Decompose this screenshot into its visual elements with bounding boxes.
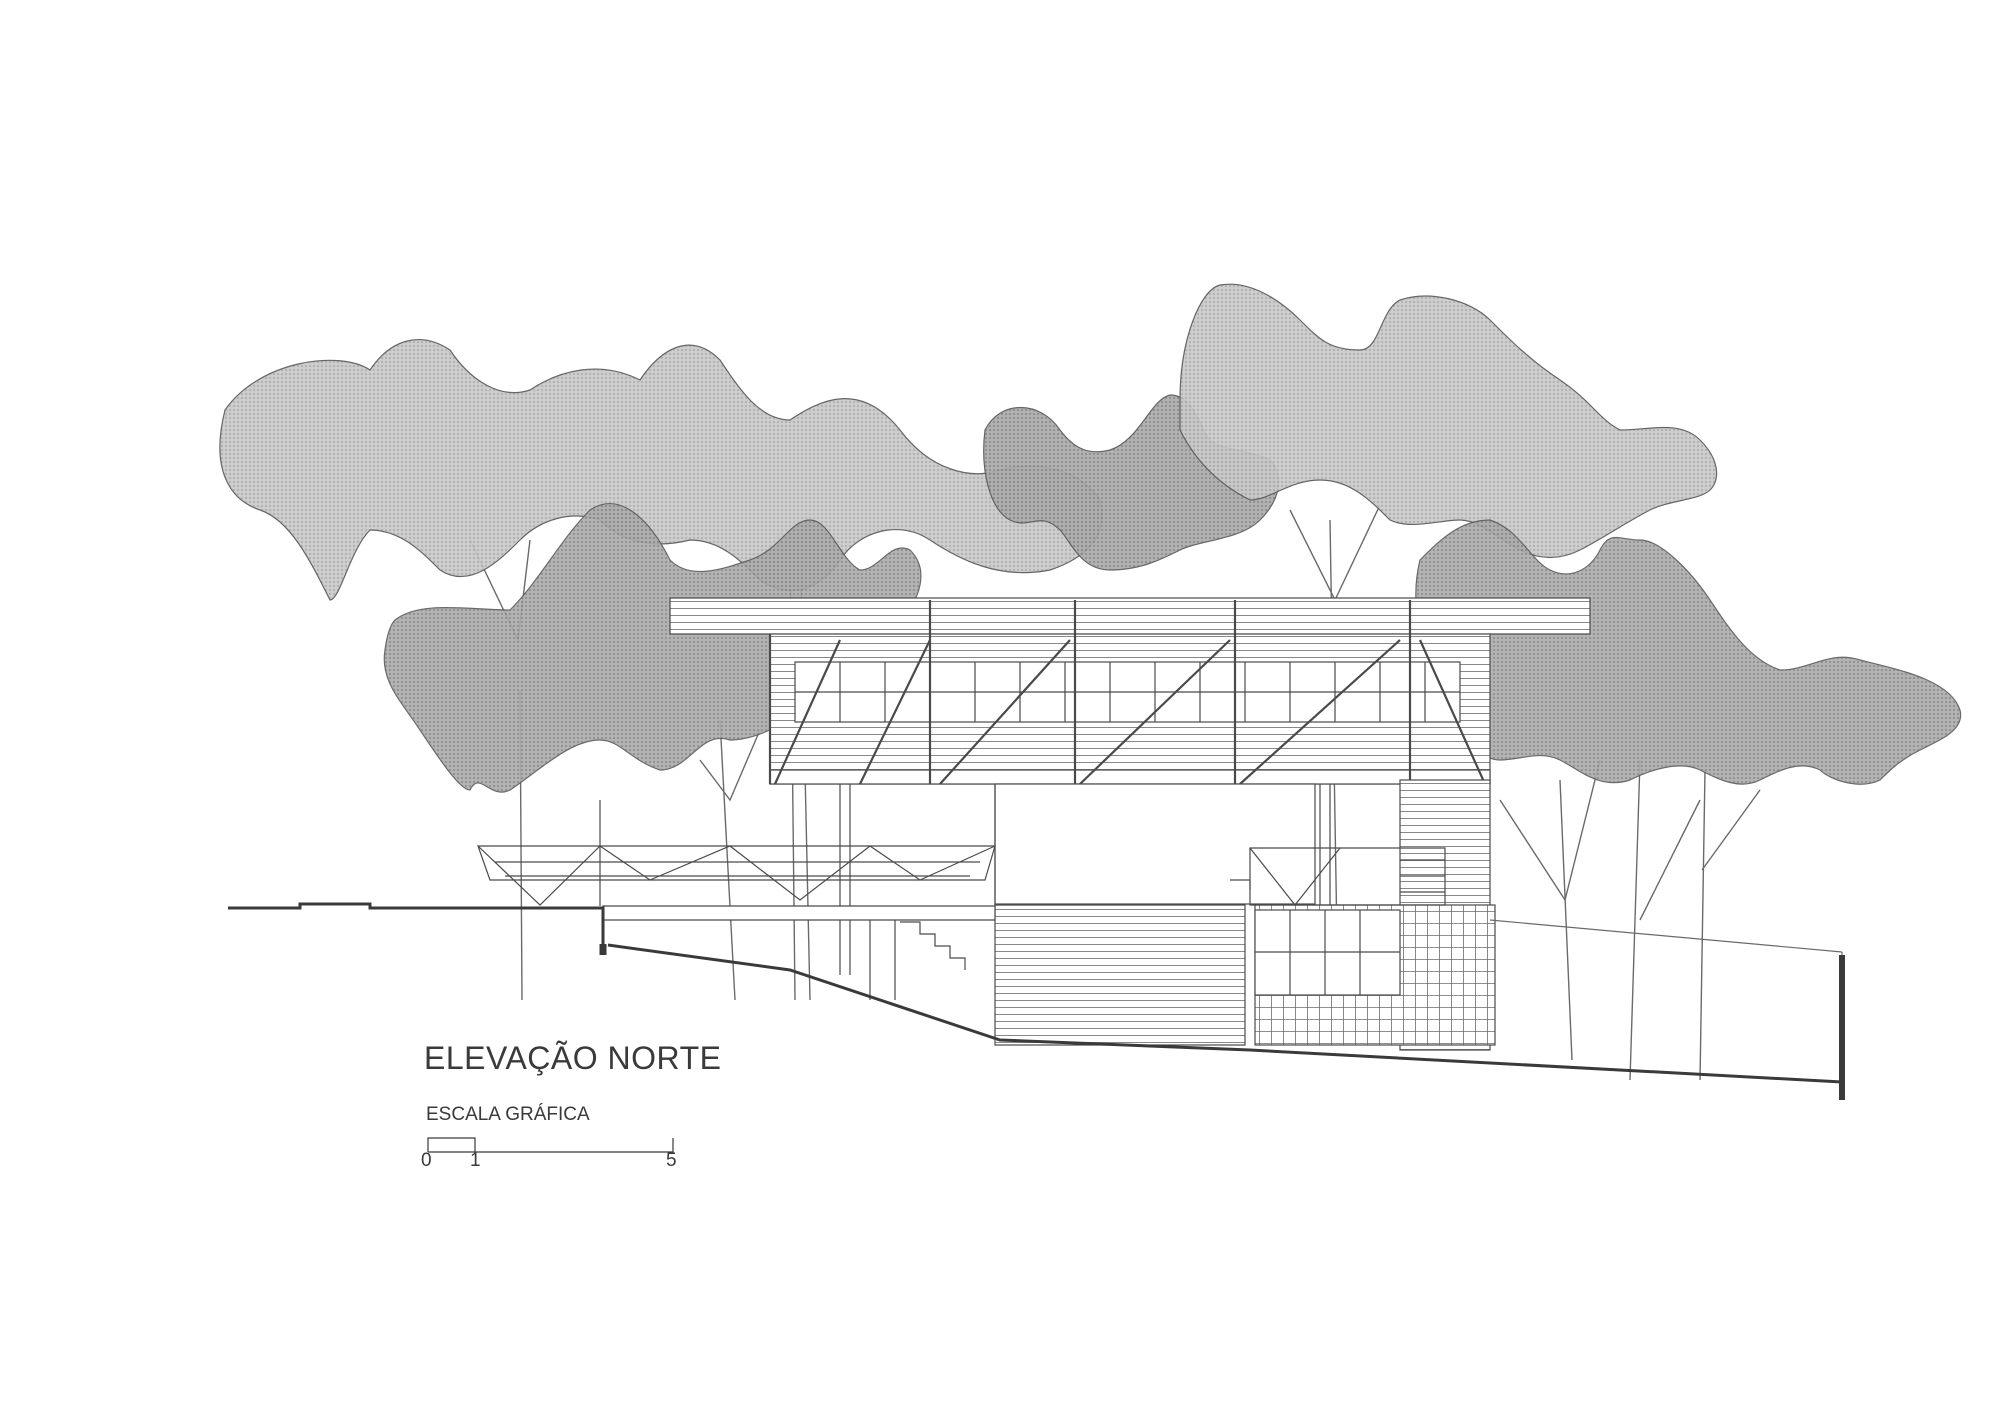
- terraces: [477, 800, 1446, 906]
- roof: [669, 597, 1591, 635]
- lower-volume: [839, 779, 1496, 1051]
- scale-tick-5: 5: [666, 1150, 677, 1171]
- lower-windows: [1254, 909, 1401, 996]
- roof-slab: [669, 597, 1591, 635]
- cross-bracing: [768, 600, 1487, 785]
- drawing-title: ELEVAÇÃO NORTE: [424, 1040, 722, 1076]
- canopy-left: [219, 339, 1103, 601]
- ground-line: [228, 902, 1845, 1100]
- canopy-right-lower: [1415, 519, 1962, 785]
- upper-floor-base: [769, 769, 1491, 785]
- entry-opening: [994, 783, 1316, 905]
- graphic-scale-bar: [427, 1137, 674, 1153]
- scale-tick-0: 0: [421, 1150, 432, 1171]
- canopy-right-upper: [1179, 283, 1718, 559]
- scale-tick-1: 1: [470, 1150, 481, 1171]
- upper-floor: [768, 600, 1491, 785]
- lower-volume-left: [994, 904, 1246, 1046]
- terrace-left: [477, 845, 996, 881]
- tree-canopies: [219, 283, 1962, 793]
- scale-label: ESCALA GRÁFICA: [426, 1104, 590, 1125]
